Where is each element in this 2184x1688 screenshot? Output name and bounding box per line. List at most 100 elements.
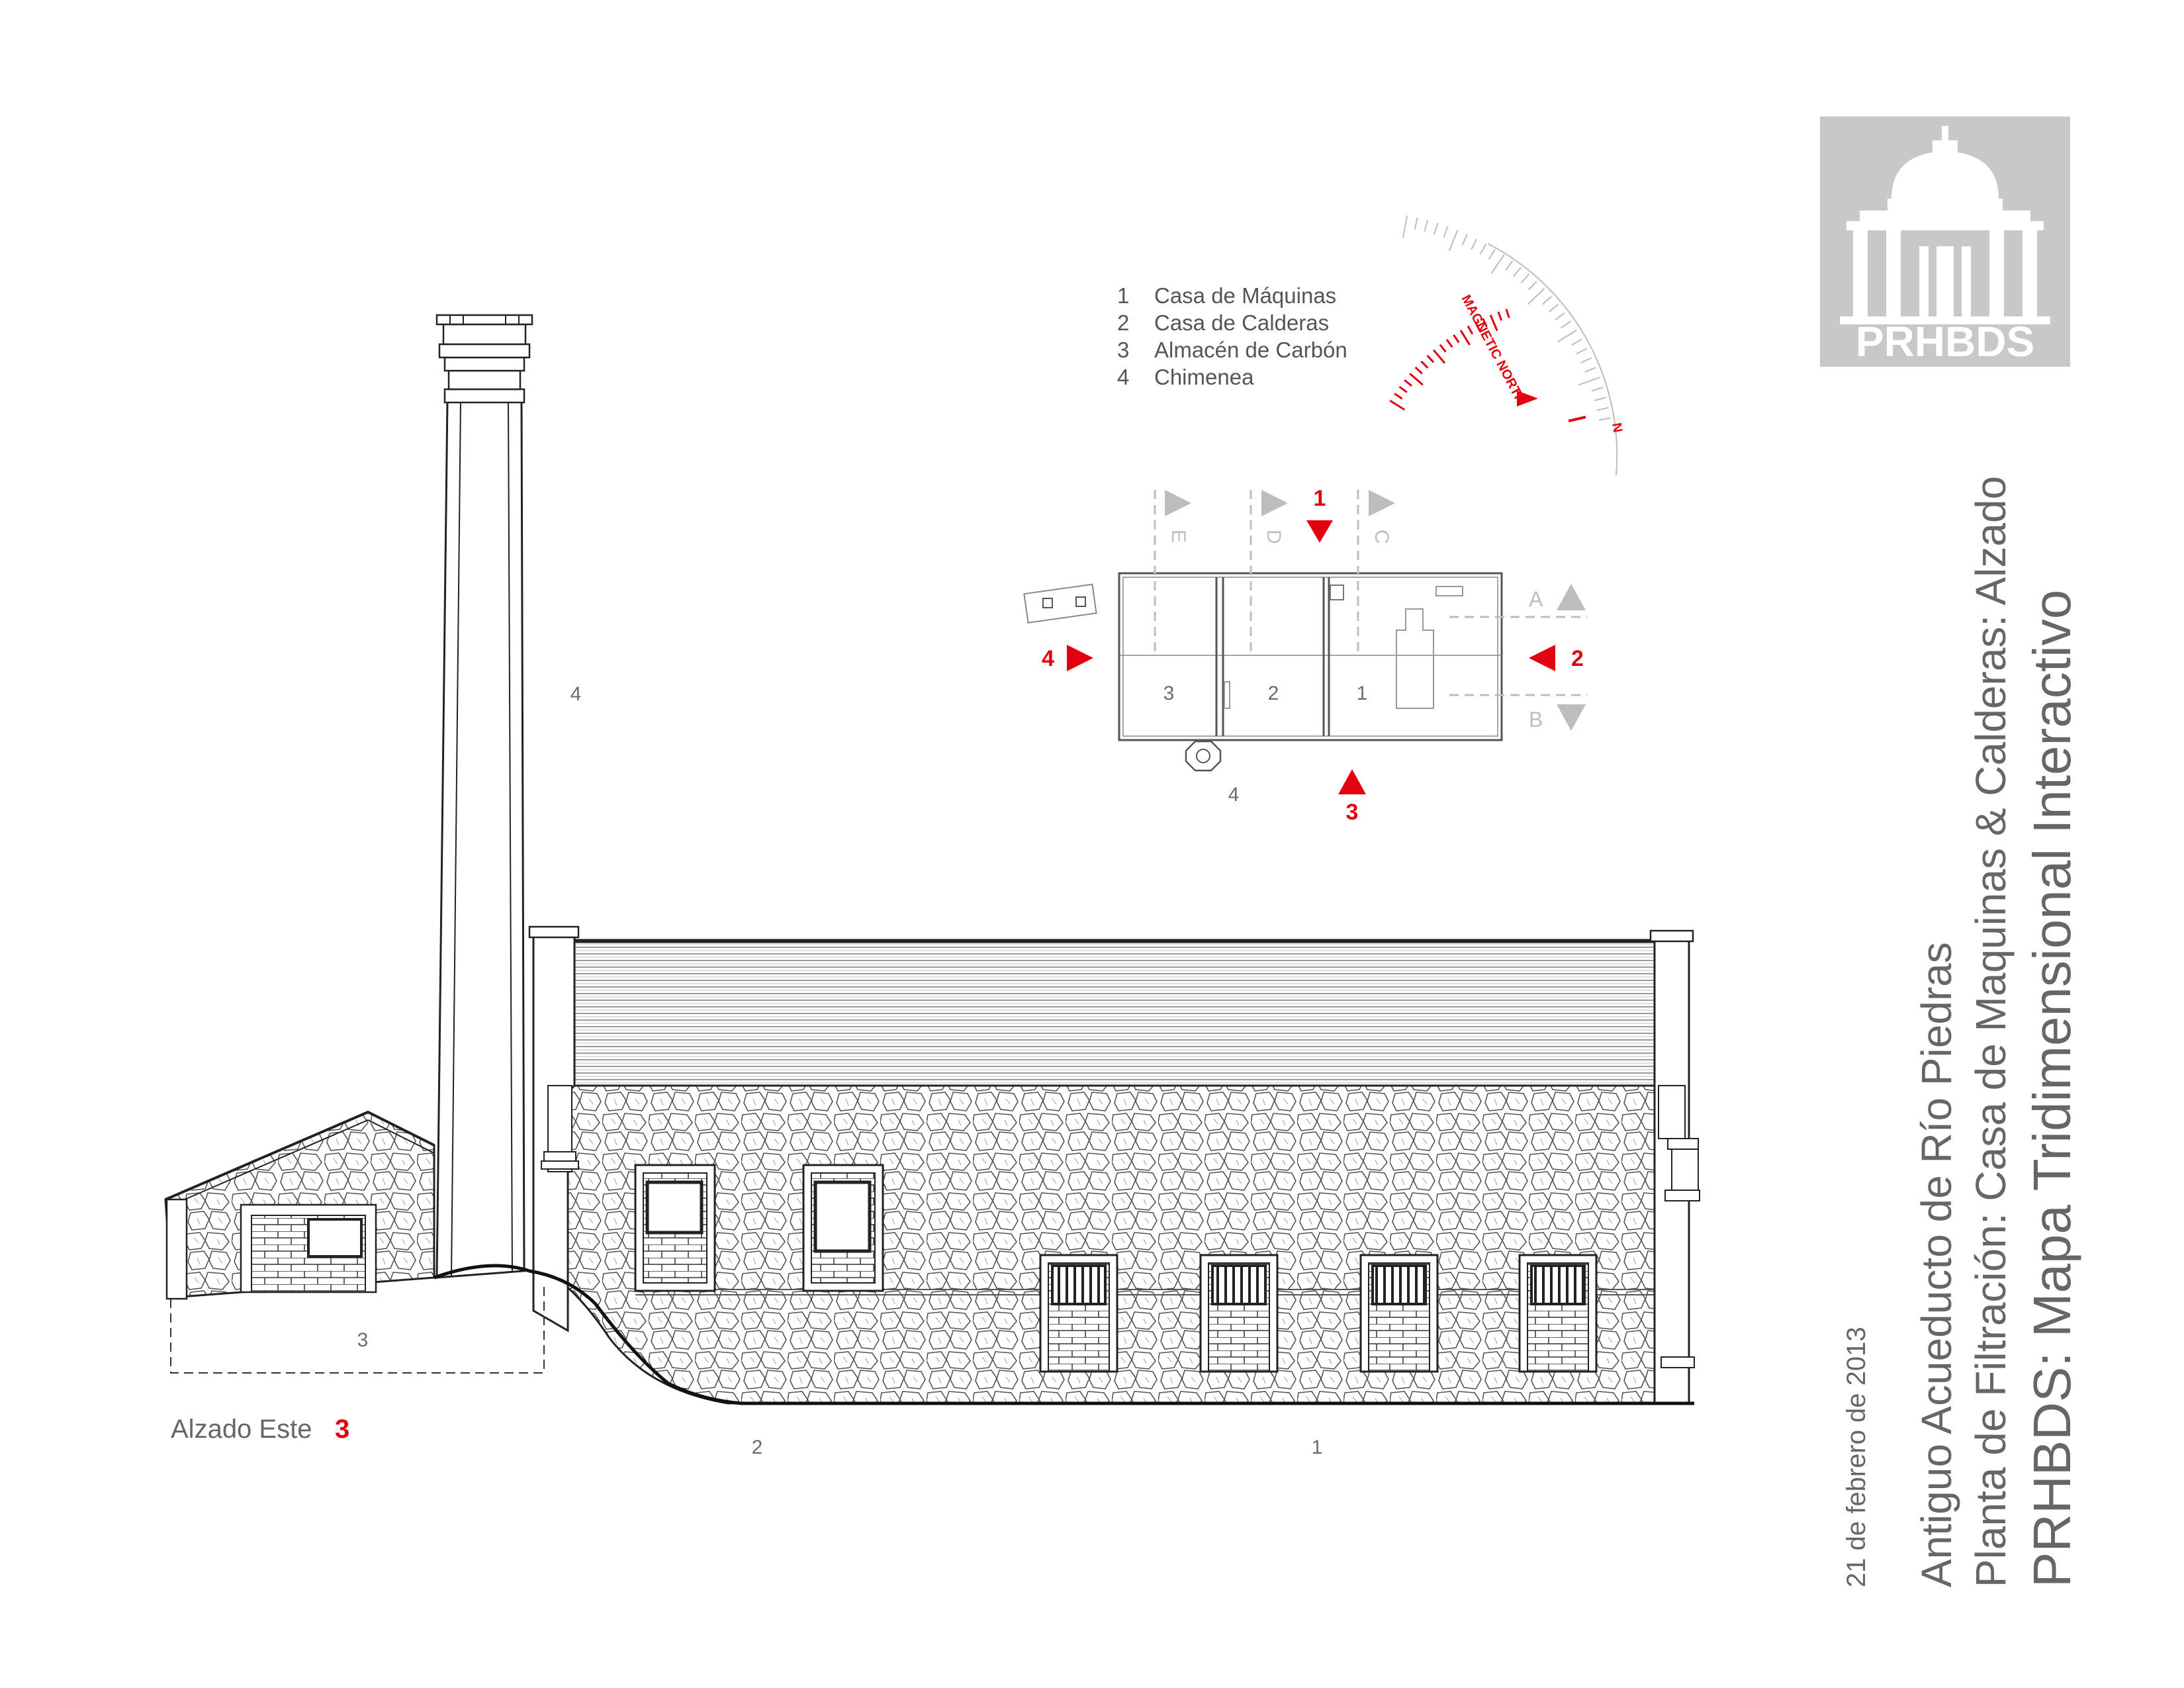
compass-tick <box>1513 267 1522 277</box>
magnetic-tick <box>1394 393 1403 400</box>
section-mark-a: A <box>1529 587 1543 611</box>
drawing-date: 21 de febrero de 2013 <box>1842 1327 1871 1587</box>
section-mark-d: D <box>1263 530 1285 544</box>
section-mark-c: C <box>1371 530 1392 544</box>
chimney <box>435 314 533 1279</box>
section-mark-b: B <box>1529 708 1543 731</box>
legend-num-1: 1 <box>1117 283 1129 308</box>
view-title: Alzado Este <box>171 1415 312 1444</box>
magnetic-north-arrow <box>1517 391 1538 406</box>
title-line-1: Antiguo Acueducto de Río Piedras <box>1913 942 1960 1587</box>
magnetic-tick <box>1389 399 1405 411</box>
engine-window <box>1518 1254 1598 1373</box>
compass-tick <box>1576 348 1588 355</box>
magnetic-tick <box>1439 344 1447 353</box>
legend-num-4: 4 <box>1117 365 1129 389</box>
title-line-3: PRHBDS: Mapa Tridimensional Interactivo <box>2023 590 2081 1587</box>
engine-window <box>1359 1254 1439 1373</box>
engine-house-windows <box>1039 1254 1598 1373</box>
north-label: N <box>1609 422 1625 434</box>
magnetic-tick <box>1482 318 1488 328</box>
compass-tick <box>1596 406 1609 411</box>
compass-tick <box>1527 281 1537 291</box>
compass-rose: MAGNETIC NORTH N <box>1389 215 1625 476</box>
compass-tick <box>1520 273 1530 284</box>
view-arrow-4-label: 4 <box>1042 646 1054 671</box>
magnetic-tick <box>1404 379 1412 387</box>
elevation-coal-label: 3 <box>357 1329 369 1351</box>
title-line-2: Planta de Filtración: Casa de Maquinas &… <box>1967 476 2015 1587</box>
magnetic-tick <box>1467 325 1474 335</box>
magnetic-tick <box>1420 360 1429 369</box>
compass-tick <box>1527 288 1545 305</box>
view-arrow-3-label: 3 <box>1346 800 1359 825</box>
compass-tick <box>1448 230 1459 252</box>
east-elevation: 4 3 2 1 Alzado Este 3 <box>164 314 1700 1458</box>
compass-tick <box>1542 295 1552 305</box>
legend: 1 Casa de Máquinas 2 Casa de Calderas 3 … <box>1117 283 1347 389</box>
key-plan: E D C A B 3 2 1 4 1 2 3 4 <box>1023 486 1587 825</box>
view-arrow-2-label: 2 <box>1571 646 1584 671</box>
view-arrow-4 <box>1067 645 1093 671</box>
view-arrow-3 <box>1338 769 1366 794</box>
compass-tick <box>1471 238 1478 250</box>
compass-tick <box>1414 217 1418 230</box>
compass-tick <box>1555 312 1565 320</box>
room-label-3: 3 <box>1163 682 1175 704</box>
compass-tick <box>1594 397 1606 402</box>
compass-tick <box>1571 338 1582 346</box>
magnetic-tick <box>1497 311 1503 321</box>
room-label-1: 1 <box>1357 682 1368 704</box>
view-number: 3 <box>335 1415 349 1444</box>
magnetic-tick <box>1398 385 1408 393</box>
compass-tick <box>1461 234 1468 246</box>
section-mark-e: E <box>1167 530 1189 543</box>
compass-tick <box>1402 215 1408 238</box>
magnetic-tick <box>1459 330 1471 346</box>
compass-tick <box>1443 226 1449 238</box>
view-arrow-1-label: 1 <box>1314 486 1326 511</box>
compass-tick <box>1479 243 1487 255</box>
magnetic-tick <box>1426 355 1435 363</box>
coal-shed-footprint <box>170 1284 545 1374</box>
view-arrow-2 <box>1529 645 1555 671</box>
view-arrow-1 <box>1306 520 1333 543</box>
main-building <box>433 925 1700 1405</box>
compass-tick <box>1433 222 1439 235</box>
logo-text: PRHBDS <box>1856 318 2034 365</box>
title-block: 21 de febrero de 2013 Antiguo Acueducto … <box>1842 476 2081 1587</box>
legend-label-4: Chimenea <box>1154 365 1254 389</box>
engine-window <box>1199 1254 1279 1373</box>
legend-label-1: Casa de Máquinas <box>1154 283 1336 308</box>
compass-tick <box>1505 260 1514 271</box>
compass-tick <box>1490 254 1505 274</box>
compass-tick <box>1580 357 1592 364</box>
elevation-boiler-label: 2 <box>752 1436 763 1458</box>
magnetic-tick <box>1414 366 1423 375</box>
magnetic-tick <box>1409 373 1424 386</box>
compass-tick <box>1584 367 1596 373</box>
legend-label-2: Casa de Calderas <box>1154 310 1329 335</box>
compass-tick <box>1557 329 1577 343</box>
key-plan-chimney-label: 4 <box>1228 784 1240 806</box>
coal-shed <box>164 1110 435 1300</box>
elevation-engine-label: 1 <box>1312 1436 1323 1458</box>
legend-num-2: 2 <box>1117 310 1129 335</box>
legend-num-3: 3 <box>1117 338 1129 362</box>
magnetic-north-label: MAGNETIC NORTH <box>1459 293 1528 406</box>
engine-window <box>1039 1254 1118 1373</box>
compass-tick <box>1591 387 1604 392</box>
magnetic-tick <box>1453 334 1460 344</box>
compass-tick <box>1424 220 1429 232</box>
room-label-2: 2 <box>1268 682 1279 704</box>
compass-tick <box>1488 248 1496 260</box>
compass-tick <box>1578 377 1600 386</box>
magnetic-tick <box>1474 321 1480 331</box>
magnetic-tick <box>1505 308 1510 318</box>
magnetic-tick <box>1432 349 1446 364</box>
compass-tick <box>1598 417 1611 421</box>
prhbds-logo: PRHBDS <box>1820 117 2070 367</box>
magnetic-tick <box>1445 339 1453 348</box>
compass-tick <box>1561 320 1572 329</box>
